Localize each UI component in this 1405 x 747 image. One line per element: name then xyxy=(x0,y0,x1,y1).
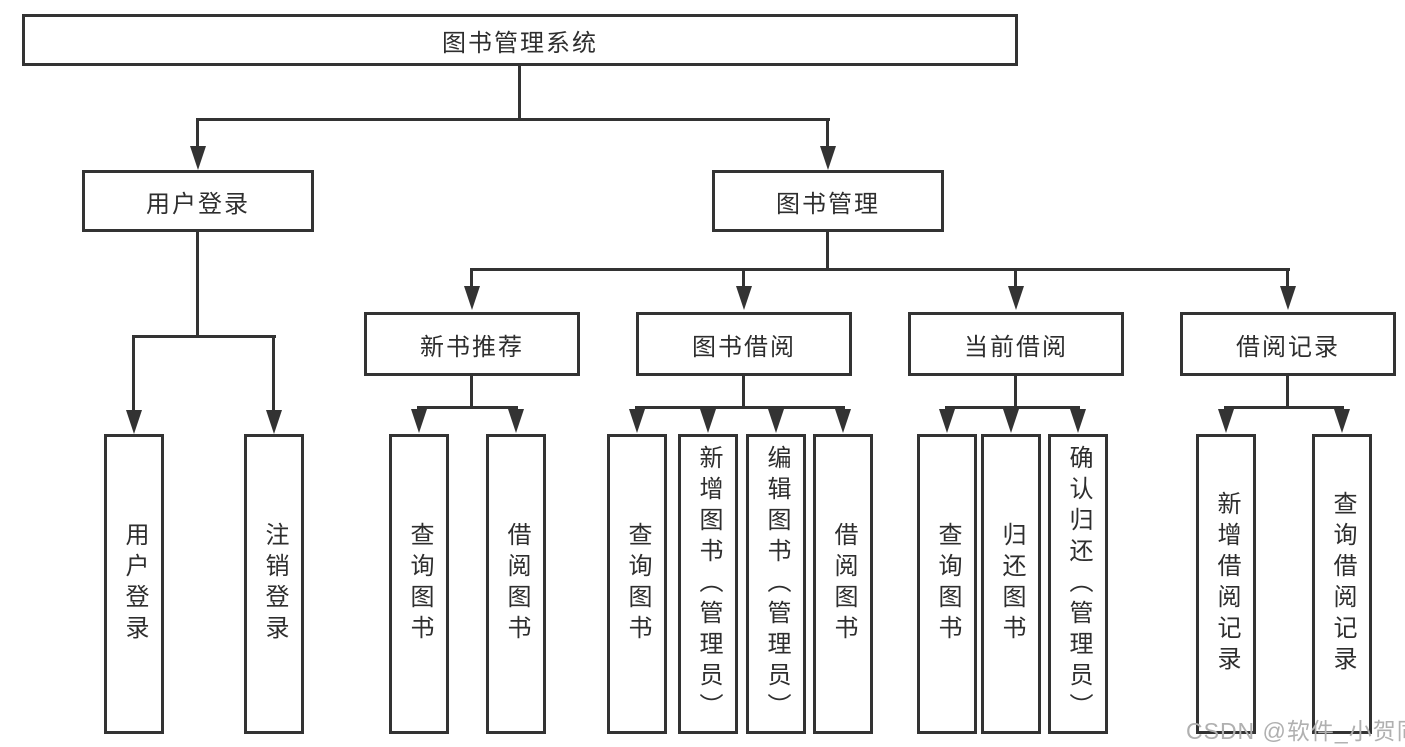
leaf-logout-login: 注销登录 xyxy=(244,434,304,734)
connector-new-book-drop xyxy=(470,270,473,288)
node-current-borrow-label: 当前借阅 xyxy=(964,333,1068,361)
leaf-add-book-admin: 新增图书（管理员） xyxy=(678,434,738,734)
leaf-borrow-books-label: 借阅图书 xyxy=(830,522,857,646)
leaf-edit-book-admin: 编辑图书（管理员） xyxy=(746,434,806,734)
leaf-query-books: 查询图书 xyxy=(389,434,449,734)
leaf-add-borrow-record-label: 新增借阅记录 xyxy=(1213,491,1240,677)
node-book-borrow: 图书借阅 xyxy=(636,312,852,376)
leaf-user-login-label: 用户登录 xyxy=(121,522,148,646)
leaf-query-borrow-record: 查询借阅记录 xyxy=(1312,434,1372,734)
leaf-user-login: 用户登录 xyxy=(104,434,164,734)
connector-book-borrow-children xyxy=(635,406,845,409)
arrowhead-borrow-records xyxy=(1280,286,1296,310)
leaf-add-borrow-record: 新增借阅记录 xyxy=(1196,434,1256,734)
node-borrow-records: 借阅记录 xyxy=(1180,312,1396,376)
connector-root-stem xyxy=(518,66,521,120)
node-book-management: 图书管理 xyxy=(712,170,944,232)
connector-current-borrow-children xyxy=(945,406,1080,409)
connector-new-book-children xyxy=(417,406,518,409)
arrowhead-leaf-logout xyxy=(266,410,282,434)
node-current-borrow: 当前借阅 xyxy=(908,312,1124,376)
leaf-confirm-return-admin: 确认归还（管理员） xyxy=(1048,434,1108,734)
arrowhead-leaf xyxy=(700,409,716,433)
arrowhead-leaf xyxy=(508,409,524,433)
leaf-edit-book-admin-label: 编辑图书（管理员） xyxy=(763,444,790,724)
node-book-management-label: 图书管理 xyxy=(776,190,880,218)
leaf-query-borrow-record-label: 查询借阅记录 xyxy=(1329,491,1356,677)
node-user-login-label: 用户登录 xyxy=(146,190,250,218)
leaf-query-books: 查询图书 xyxy=(917,434,977,734)
connector-level2 xyxy=(470,268,1290,271)
node-root: 图书管理系统 xyxy=(22,14,1018,66)
arrowhead-leaf xyxy=(1218,409,1234,433)
connector-user-login-children xyxy=(132,335,276,338)
node-new-book-recommend-label: 新书推荐 xyxy=(420,333,524,361)
node-new-book-recommend: 新书推荐 xyxy=(364,312,580,376)
leaf-logout-login-label: 注销登录 xyxy=(261,522,288,646)
arrowhead-leaf xyxy=(1334,409,1350,433)
arrowhead-leaf xyxy=(939,409,955,433)
arrowhead-leaf xyxy=(629,409,645,433)
connector-new-book-stem xyxy=(470,376,473,408)
leaf-return-book-label: 归还图书 xyxy=(998,522,1025,646)
connector-borrow-records-children xyxy=(1224,406,1344,409)
connector-user-login-stem xyxy=(196,232,199,337)
arrowhead-user-login xyxy=(190,146,206,170)
leaf-query-books-label: 查询图书 xyxy=(624,522,651,646)
arrowhead-leaf xyxy=(835,409,851,433)
connector-borrow-records-drop xyxy=(1286,270,1289,288)
connector-level1 xyxy=(196,118,830,121)
connector-borrow-records-stem xyxy=(1286,376,1289,408)
connector-user-login-drop xyxy=(196,120,199,146)
connector-book-borrow-drop xyxy=(742,270,745,288)
csdn-watermark: CSDN @软件_小贺同学 xyxy=(1186,718,1405,744)
leaf-query-books: 查询图书 xyxy=(607,434,667,734)
arrowhead-book-borrow xyxy=(736,286,752,310)
connector-current-borrow-drop xyxy=(1014,270,1017,288)
arrowhead-leaf xyxy=(1003,409,1019,433)
connector-current-borrow-stem xyxy=(1014,376,1017,408)
leaf-borrow-books: 借阅图书 xyxy=(486,434,546,734)
leaf-borrow-books-label: 借阅图书 xyxy=(503,522,530,646)
arrowhead-leaf-user-login xyxy=(126,410,142,434)
node-book-borrow-label: 图书借阅 xyxy=(692,333,796,361)
connector-book-mgmt-drop xyxy=(826,120,829,146)
leaf-add-book-admin-label: 新增图书（管理员） xyxy=(695,444,722,724)
connector-leaf-logout-drop xyxy=(272,337,275,410)
leaf-return-book: 归还图书 xyxy=(981,434,1041,734)
arrowhead-new-book xyxy=(464,286,480,310)
connector-book-borrow-stem xyxy=(742,376,745,408)
leaf-confirm-return-admin-label: 确认归还（管理员） xyxy=(1065,444,1092,724)
leaf-borrow-books: 借阅图书 xyxy=(813,434,873,734)
arrowhead-book-mgmt xyxy=(820,146,836,170)
leaf-query-books-label: 查询图书 xyxy=(934,522,961,646)
node-borrow-records-label: 借阅记录 xyxy=(1236,333,1340,361)
leaf-query-books-label: 查询图书 xyxy=(406,522,433,646)
arrowhead-leaf xyxy=(768,409,784,433)
arrowhead-leaf xyxy=(411,409,427,433)
arrowhead-current-borrow xyxy=(1008,286,1024,310)
node-user-login: 用户登录 xyxy=(82,170,314,232)
arrowhead-leaf xyxy=(1070,409,1086,433)
connector-leaf-user-login-drop xyxy=(132,337,135,410)
node-root-label: 图书管理系统 xyxy=(442,29,598,57)
connector-book-mgmt-stem xyxy=(826,232,829,270)
